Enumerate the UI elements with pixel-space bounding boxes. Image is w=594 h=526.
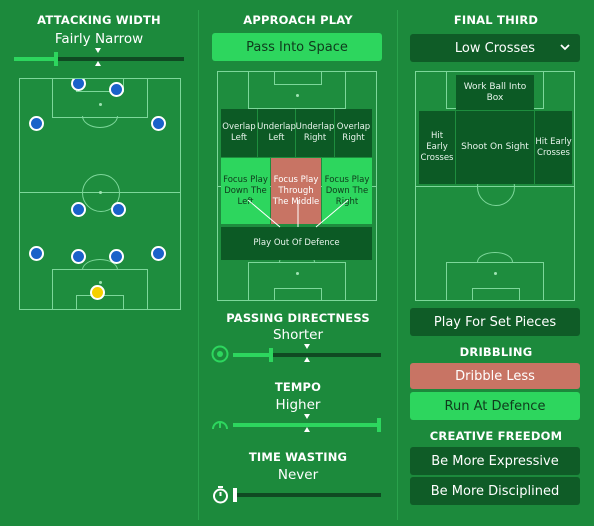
bottom-penalty-box (248, 262, 346, 300)
creative-freedom-title: CREATIVE FREEDOM (429, 429, 563, 443)
be-more-disciplined-button[interactable]: Be More Disciplined (410, 477, 580, 505)
zone-work-ball-into-box[interactable]: Work Ball Into Box (456, 75, 534, 110)
player-centre-back-right[interactable] (109, 249, 124, 264)
top-penalty-spot (296, 94, 299, 97)
zone-underlap-left[interactable]: Underlap Left (257, 109, 296, 157)
centre-spot (99, 191, 102, 194)
zone-underlap-right[interactable]: Underlap Right (296, 109, 334, 157)
zone-shoot-on-sight[interactable]: Shoot On Sight (456, 111, 534, 184)
final-third-title: FINAL THIRD (453, 13, 539, 27)
zone-focus-left[interactable]: Focus Play Down The Left (221, 158, 270, 224)
top-six-yard-box (274, 72, 322, 85)
attacking-width-value: Fairly Narrow (54, 31, 144, 47)
approach-play-pitch: Overlap Left Underlap Left Underlap Righ… (217, 71, 377, 301)
passing-directness-value: Shorter (272, 327, 324, 343)
slider-track (233, 353, 381, 357)
approach-play-title: APPROACH PLAY (243, 13, 353, 27)
slider-fill (233, 423, 379, 427)
football-icon (211, 345, 229, 363)
slider-center-tick-bottom (95, 61, 101, 66)
be-more-expressive-button[interactable]: Be More Expressive (410, 447, 580, 475)
slider-center-tick-top (95, 48, 101, 53)
player-left-back[interactable] (29, 246, 44, 261)
zone-overlap-right[interactable]: Overlap Right (335, 109, 372, 157)
zone-hit-early-crosses-right[interactable]: Hit Early Crosses (535, 111, 572, 184)
zone-hit-early-crosses-left[interactable]: Hit Early Crosses (419, 111, 455, 184)
top-penalty-box (248, 72, 346, 109)
final-third-dropdown-value: Low Crosses (454, 40, 536, 56)
run-at-defence-button[interactable]: Run At Defence (410, 392, 580, 420)
tempo-title: TEMPO (274, 380, 322, 394)
slider-center-tick-bottom (304, 427, 310, 432)
player-centre-mid-left[interactable] (71, 202, 86, 217)
passing-directness-title: PASSING DIRECTNESS (226, 311, 370, 325)
attacking-width-title: ATTACKING WIDTH (37, 13, 161, 27)
bottom-six-yard-box (472, 288, 520, 300)
pass-into-space-button[interactable]: Pass Into Space (212, 33, 382, 61)
bottom-six-yard-box (274, 288, 322, 300)
chevron-down-icon (560, 44, 570, 51)
attacking-width-column: ATTACKING WIDTH Fairly Narrow (0, 0, 198, 526)
player-centre-back-left[interactable] (71, 249, 86, 264)
passing-directness-slider[interactable] (233, 344, 381, 362)
player-right-back[interactable] (151, 246, 166, 261)
final-third-column: FINAL THIRD Low Crosses Work Ball Into B… (398, 0, 594, 526)
player-left-winger[interactable] (29, 116, 44, 131)
zone-play-out-of-defence[interactable]: Play Out Of Defence (221, 227, 372, 260)
slider-handle[interactable] (377, 418, 381, 432)
time-wasting-slider[interactable] (233, 488, 381, 502)
slider-track (233, 493, 381, 497)
slider-fill (233, 353, 271, 357)
formation-pitch (19, 78, 181, 310)
bottom-penalty-spot (99, 281, 102, 284)
approach-play-column: APPROACH PLAY Pass Into Space Overlap Le… (199, 0, 397, 526)
bottom-penalty-box (446, 262, 544, 300)
slider-center-tick-top (304, 344, 310, 349)
player-striker-right[interactable] (109, 82, 124, 97)
direction-arrows-icon (247, 199, 349, 228)
dribble-less-button[interactable]: Dribble Less (410, 363, 580, 389)
player-goalkeeper[interactable] (90, 285, 105, 300)
time-wasting-title: TIME WASTING (248, 450, 348, 464)
tempo-slider[interactable] (233, 414, 381, 432)
tempo-value: Higher (275, 397, 321, 413)
speedometer-icon (212, 421, 228, 430)
slider-center-tick-top (304, 414, 310, 419)
player-centre-mid-right[interactable] (111, 202, 126, 217)
slider-handle[interactable] (54, 52, 58, 66)
zone-focus-middle[interactable]: Focus Play Through The Middle (271, 158, 321, 224)
bottom-penalty-spot (494, 272, 497, 275)
dribbling-title: DRIBBLING (459, 345, 533, 359)
slider-handle[interactable] (233, 488, 237, 502)
zone-overlap-left[interactable]: Overlap Left (221, 109, 257, 157)
slider-fill (14, 57, 56, 61)
top-penalty-spot (99, 103, 102, 106)
play-for-set-pieces-button[interactable]: Play For Set Pieces (410, 308, 580, 336)
final-third-dropdown[interactable]: Low Crosses (410, 34, 580, 62)
time-wasting-value: Never (277, 467, 319, 483)
column-divider (198, 10, 199, 520)
centre-circle (82, 174, 120, 212)
player-right-winger[interactable] (151, 116, 166, 131)
slider-center-tick-bottom (304, 357, 310, 362)
player-striker-left[interactable] (71, 79, 86, 91)
slider-handle[interactable] (269, 348, 273, 362)
column-divider (397, 10, 398, 520)
final-third-pitch: Work Ball Into Box Hit Early Crosses Sho… (415, 71, 575, 301)
bottom-penalty-spot (296, 272, 299, 275)
stopwatch-icon (213, 486, 228, 504)
attacking-width-slider[interactable] (14, 48, 184, 66)
slider-track (14, 57, 184, 61)
